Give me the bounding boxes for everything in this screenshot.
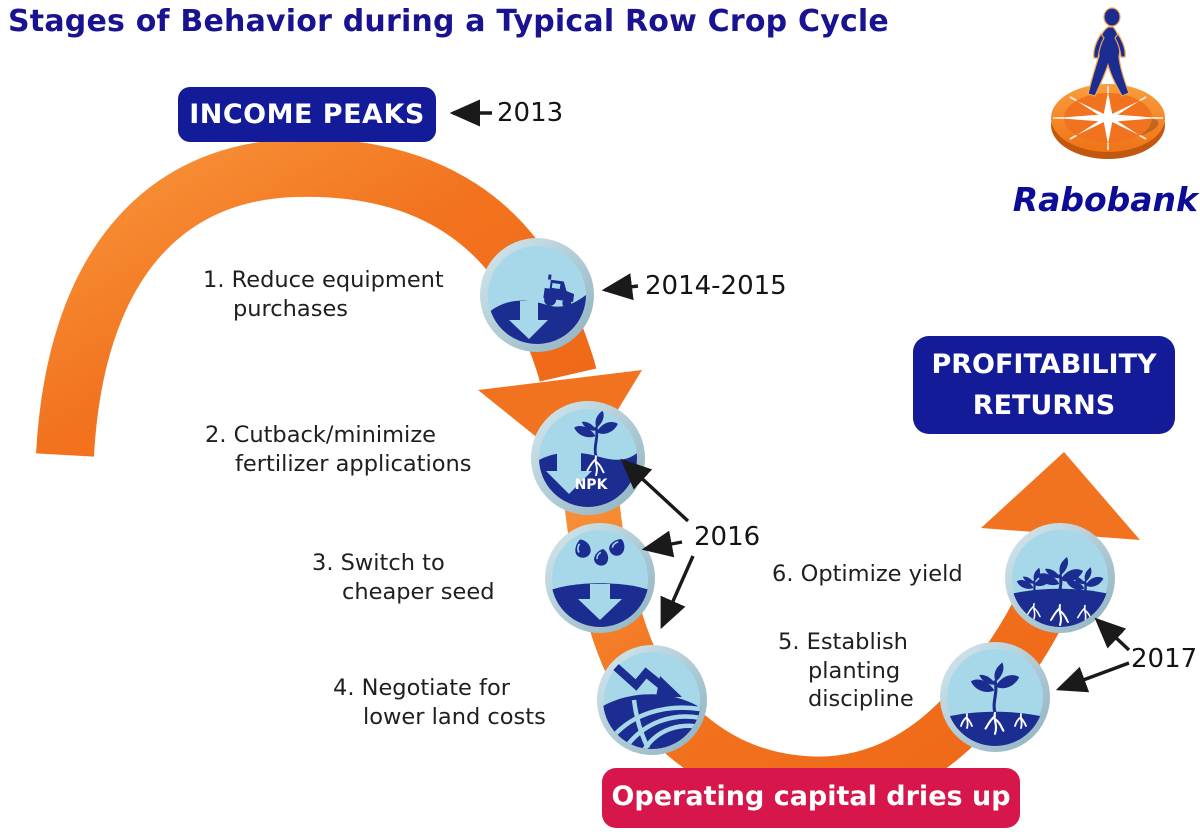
stage-label-6: 6. Optimize yield [772, 561, 963, 587]
profitability-line2: RETURNS [972, 390, 1116, 421]
stage-label-4: 4. Negotiate for lower land costs [333, 675, 546, 730]
rabobank-logo-mark [1051, 7, 1165, 159]
operating-capital-badge: Operating capital dries up [602, 768, 1020, 828]
arrow-2014-2015 [601, 273, 639, 301]
year-label-2016: 2016 [694, 522, 761, 552]
year-label-2014-2015: 2014-2015 [645, 271, 787, 301]
profitability-line1: PROFITABILITY [931, 349, 1157, 380]
stage-label-2: 2. Cutback/minimize fertilizer applicati… [205, 422, 472, 477]
arrow-2016-to-stage4 [660, 555, 695, 630]
npk-label: NPK [575, 477, 609, 493]
three-plants-icon [1005, 523, 1115, 633]
stage-label-3: 3. Switch to cheaper seed [312, 550, 495, 605]
arrow-2017-to-stage5 [1055, 661, 1130, 693]
year-pointer-arrows [449, 99, 1131, 693]
stage-label-1: 1. Reduce equipment purchases [203, 267, 444, 322]
up-arrowhead [981, 452, 1140, 540]
page-title: Stages of Behavior during a Typical Row … [8, 4, 889, 39]
stage-label-5: 5. Establish planting discipline [778, 629, 914, 713]
year-label-2017: 2017 [1131, 644, 1198, 674]
fertilizer-npk-icon: NPK [531, 401, 645, 515]
walking-man-icon [1087, 7, 1130, 97]
seeds-down-icon [545, 523, 655, 633]
arrow-2017-to-stage6 [1094, 617, 1131, 652]
profitability-returns-badge: PROFITABILITY RETURNS [913, 336, 1175, 434]
compass-disc-icon [1051, 84, 1165, 159]
declining-trend-icon [613, 664, 682, 697]
single-plant-icon [940, 642, 1050, 752]
arrow-2016-to-stage3 [641, 530, 683, 558]
tractor-decline-icon [480, 238, 594, 352]
year-label-2013: 2013 [497, 98, 564, 128]
land-cost-decline-icon [597, 645, 707, 755]
rabobank-wordmark: Rabobank [1012, 180, 1198, 219]
arrow-2016-to-stage2 [620, 458, 690, 523]
income-peaks-badge: INCOME PEAKS [178, 87, 436, 142]
